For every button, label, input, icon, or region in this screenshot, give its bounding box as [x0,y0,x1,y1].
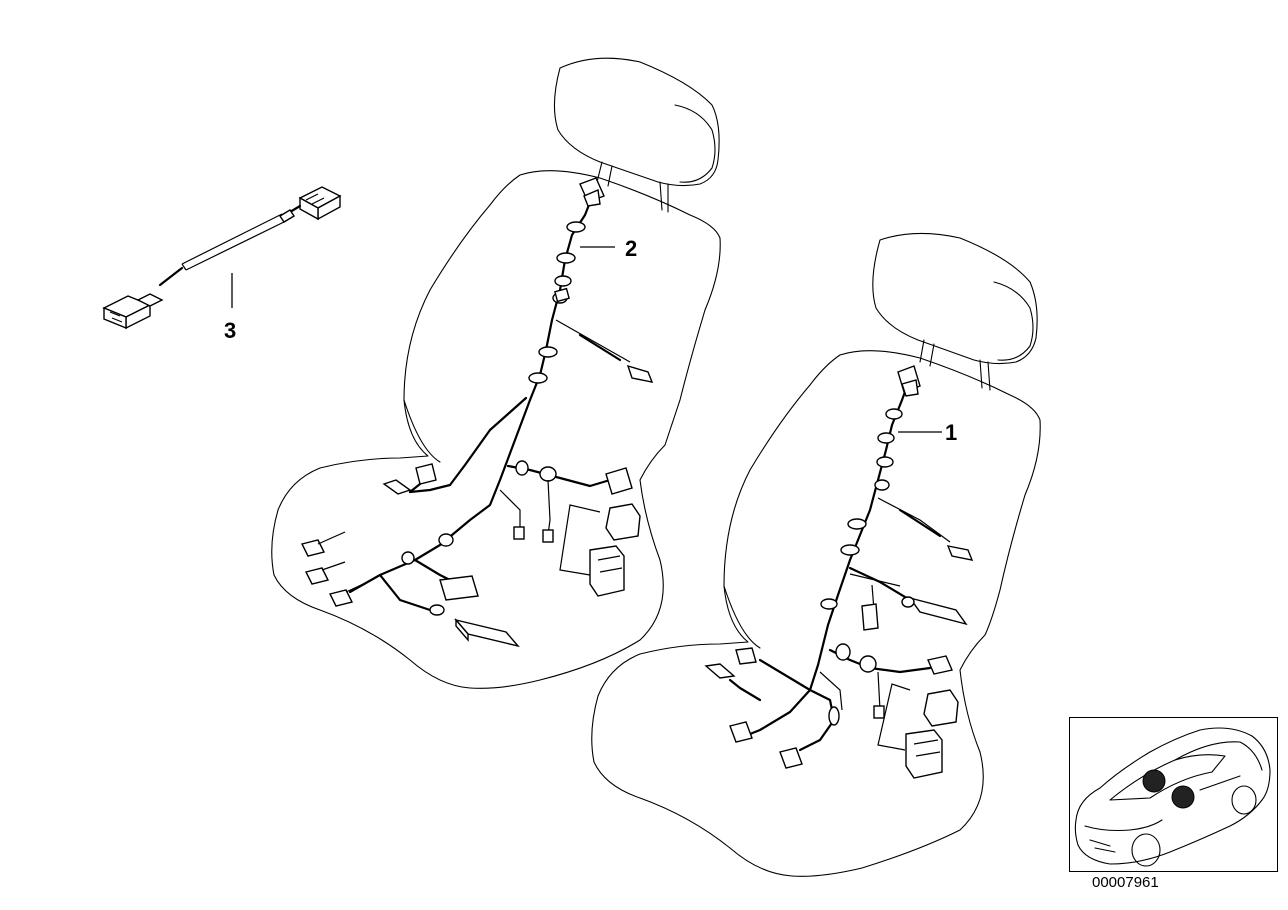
callout-3: 3 [224,318,236,343]
seat-left [271,57,721,689]
callout-1: 1 [945,420,957,445]
seat-right [591,232,1041,877]
inset-vehicle-thumbnail [1069,717,1278,872]
seat-marker-front [1142,769,1166,793]
adapter-cable[interactable] [102,186,342,330]
callout-2: 2 [625,236,637,261]
harness-left[interactable] [300,177,654,648]
diagram-reference-number: 00007961 [1092,874,1159,891]
seat-marker-rear [1171,785,1195,809]
harness-right[interactable] [704,365,974,779]
